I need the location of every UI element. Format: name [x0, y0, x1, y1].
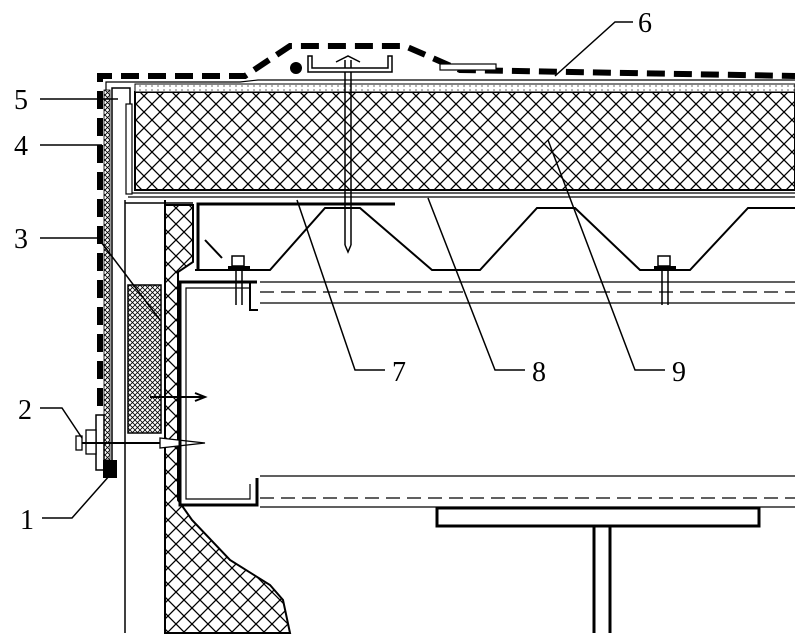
deck-screw-left [228, 255, 250, 305]
label-3: 3 [14, 224, 28, 255]
leader-line-3 [40, 237, 161, 321]
parapet-hatch-band [103, 89, 111, 461]
leader-line-7 [296, 199, 385, 371]
insulation-fastener [290, 55, 497, 254]
leader-line-6 [554, 21, 633, 77]
bolt-head [75, 435, 83, 451]
label-2: 2 [18, 395, 32, 426]
label-6: 6 [638, 8, 652, 39]
label-1: 1 [20, 505, 34, 536]
deck-edge-angle [196, 202, 395, 270]
profiled-steel-deck [195, 207, 795, 271]
leader-line-9 [547, 139, 665, 371]
label-9: 9 [672, 357, 686, 388]
label-8: 8 [532, 357, 546, 388]
i-beam-flange [435, 506, 761, 528]
c-section-edge-purlin [178, 280, 259, 507]
deck-screw-right [654, 255, 676, 305]
leader-line-2 [40, 407, 83, 439]
upstand-strip [125, 103, 133, 195]
label-7: 7 [392, 357, 406, 388]
sealant-bead [103, 460, 117, 478]
label-5: 5 [14, 85, 28, 116]
leader-line-1 [42, 474, 111, 519]
mineral-wool-fill [127, 284, 162, 434]
deck-edge-lip [204, 239, 223, 259]
leader-line-8 [427, 197, 525, 371]
c-section-inner [185, 287, 251, 500]
screed-layer [134, 83, 795, 93]
masonry-wall [164, 204, 292, 634]
label-4: 4 [14, 131, 28, 162]
insulation-board [134, 91, 795, 191]
wool-fixing-screw [150, 392, 208, 402]
anchor-bolt-tip [159, 437, 206, 449]
c-section-top-lip [249, 282, 258, 311]
